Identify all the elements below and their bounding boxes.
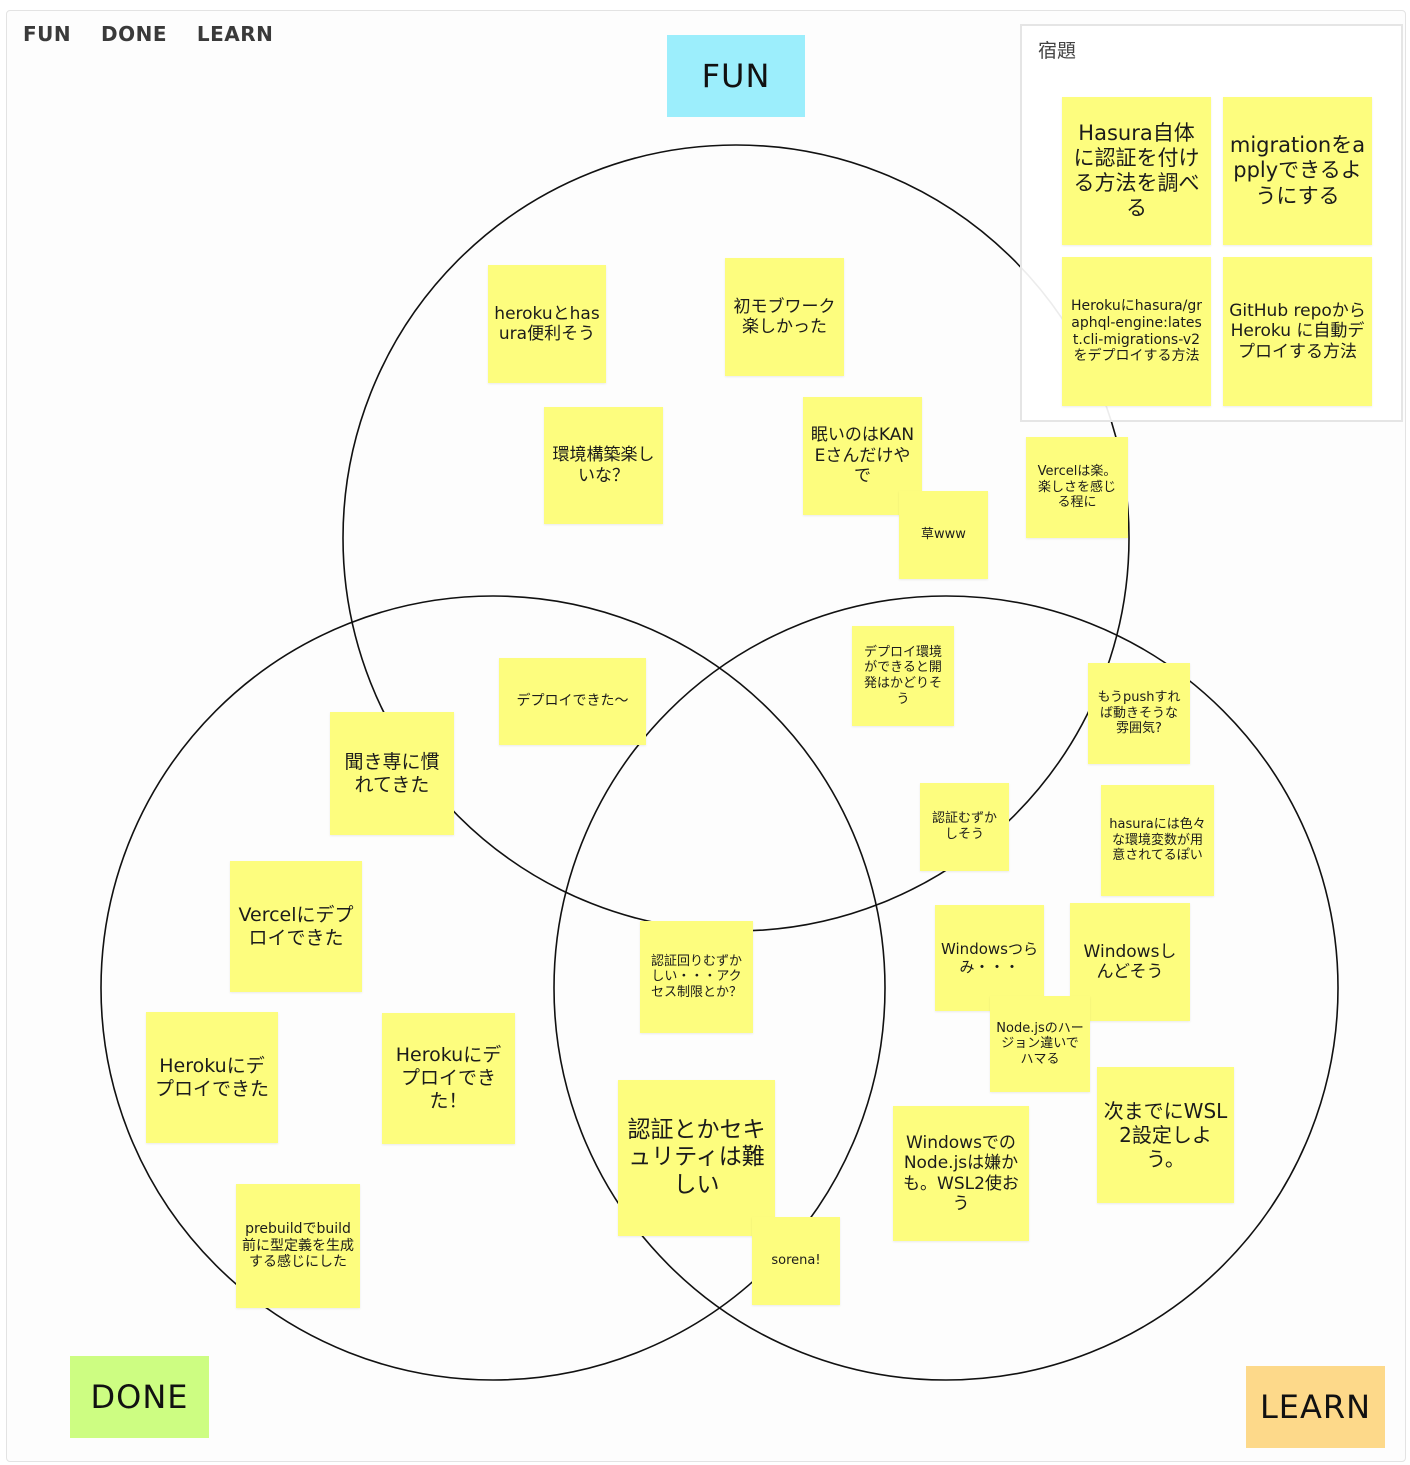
done-label-text: DONE xyxy=(90,1378,189,1416)
fun-label[interactable]: FUN xyxy=(667,35,805,117)
learn-label-text: LEARN xyxy=(1259,1388,1372,1426)
learn-label[interactable]: LEARN xyxy=(1246,1366,1385,1448)
sticky-note[interactable]: migrationをapplyできるようにする xyxy=(1223,97,1372,245)
sticky-note[interactable]: Node.jsのハージョン違いでハマる xyxy=(990,996,1090,1092)
homework-title: 宿題 xyxy=(1038,40,1077,62)
sticky-note[interactable]: 聞き専に慣れてきた xyxy=(330,712,454,835)
sticky-note[interactable]: 認証とかセキュリティは難しい xyxy=(618,1080,775,1236)
sticky-note[interactable]: もうpushすれば動きそうな雰囲気? xyxy=(1088,663,1190,764)
sticky-note[interactable]: Windowsしんどそう xyxy=(1070,903,1190,1021)
sticky-note[interactable]: 認証回りむずかしい・・・アクセス制限とか？ xyxy=(640,921,753,1033)
sticky-note[interactable]: herokuとhasura便利そう xyxy=(488,265,606,383)
sticky-note[interactable]: Windowsつらみ・・・ xyxy=(935,905,1044,1011)
sticky-note[interactable]: Vercelにデプロイできた xyxy=(230,861,362,992)
learn-circle[interactable] xyxy=(553,595,1339,1381)
sticky-note[interactable]: デプロイ環境ができると開発はかどりそう xyxy=(852,626,954,726)
sticky-note[interactable]: Windowsでの Node.jsは嫌かも。WSL2使おう xyxy=(893,1106,1029,1241)
sticky-note[interactable]: 認証むずかしそう xyxy=(920,783,1009,871)
sticky-note[interactable]: 環境構築楽しいな？ xyxy=(544,407,663,524)
sticky-note[interactable]: 初モブワーク楽しかった xyxy=(725,258,844,376)
fun-label-text: FUN xyxy=(701,57,771,95)
done-circle[interactable] xyxy=(100,595,886,1381)
sticky-note[interactable]: デプロイできた～ xyxy=(499,658,646,745)
frame-title[interactable]: FUN DONE LEARN xyxy=(23,22,274,46)
sticky-note[interactable]: sorena! xyxy=(752,1217,840,1305)
sticky-note[interactable]: prebuildでbuild前に型定義を生成する感じにした xyxy=(236,1184,360,1308)
sticky-note[interactable]: Herokuにデプロイできた xyxy=(146,1012,278,1143)
done-label[interactable]: DONE xyxy=(70,1356,209,1438)
sticky-note[interactable]: Hasura自体に認証を付ける方法を調べる xyxy=(1062,97,1211,245)
sticky-note[interactable]: GitHub repoからHeroku に自動デプロイする方法 xyxy=(1223,257,1372,406)
sticky-note[interactable]: Vercelは楽。楽しさを感じる程に xyxy=(1026,437,1128,538)
sticky-note[interactable]: Herokuにhasura/graphql-engine:latest.cli-… xyxy=(1062,257,1211,406)
sticky-note[interactable]: 次までにWSL2設定しよう。 xyxy=(1097,1067,1234,1203)
sticky-note[interactable]: hasuraには色々な環境変数が用意されてるぽい xyxy=(1101,785,1214,896)
sticky-note[interactable]: Herokuにデプロイできた！ xyxy=(382,1013,515,1144)
sticky-note[interactable]: 草www xyxy=(899,491,988,579)
